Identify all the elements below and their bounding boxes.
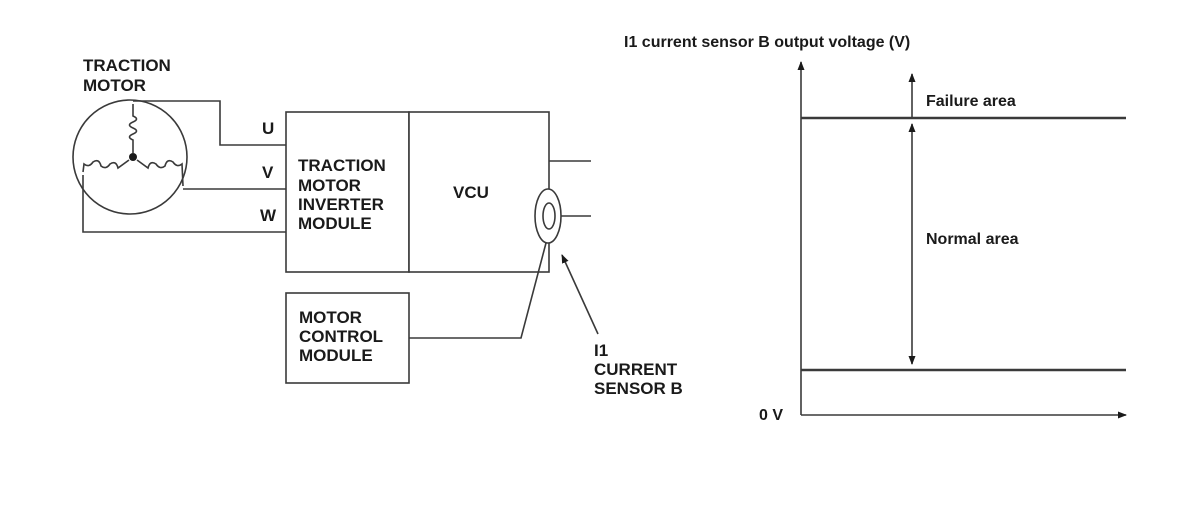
failure-area-label: Failure area [926,93,1016,110]
mcm-label-line2: CONTROL [299,327,383,346]
vcu-box [408,111,550,273]
mcm-label-line1: MOTOR [299,308,362,327]
inverter-module-box [285,111,410,273]
mcm-sensor-wire [409,242,547,339]
traction-motor-label-line1: TRACTION [83,56,171,75]
phase-u-label: U [262,119,274,138]
phase-wires [82,100,286,233]
mcm-label-line3: MODULE [299,346,373,365]
circuit-diagram: TRACTION MOTOR U V W TRACTION [72,56,683,398]
vcu-label: VCU [453,183,489,202]
inverter-label-line3: INVERTER [298,195,384,214]
graph-title: I1 current sensor B output voltage (V) [624,34,910,51]
motor-control-module-box [285,292,410,384]
phase-v-label: V [262,163,274,182]
inverter-label-line2: MOTOR [298,176,361,195]
sensor-label-line1: I1 [594,341,608,360]
traction-motor-symbol [72,99,188,215]
traction-motor-label-line2: MOTOR [83,76,146,95]
inverter-label-line1: TRACTION [298,156,386,175]
sensor-label-line2: CURRENT [594,360,678,379]
normal-area-label: Normal area [926,231,1019,248]
phase-w-label: W [260,206,277,225]
current-sensor-symbol [534,188,562,244]
sensor-label-line3: SENSOR B [594,379,683,398]
voltage-graph: I1 current sensor B output voltage (V) F… [624,34,1127,424]
sensor-pointer-arrow [561,254,599,335]
inverter-label-line4: MODULE [298,214,372,233]
zero-volt-label: 0 V [759,407,783,424]
